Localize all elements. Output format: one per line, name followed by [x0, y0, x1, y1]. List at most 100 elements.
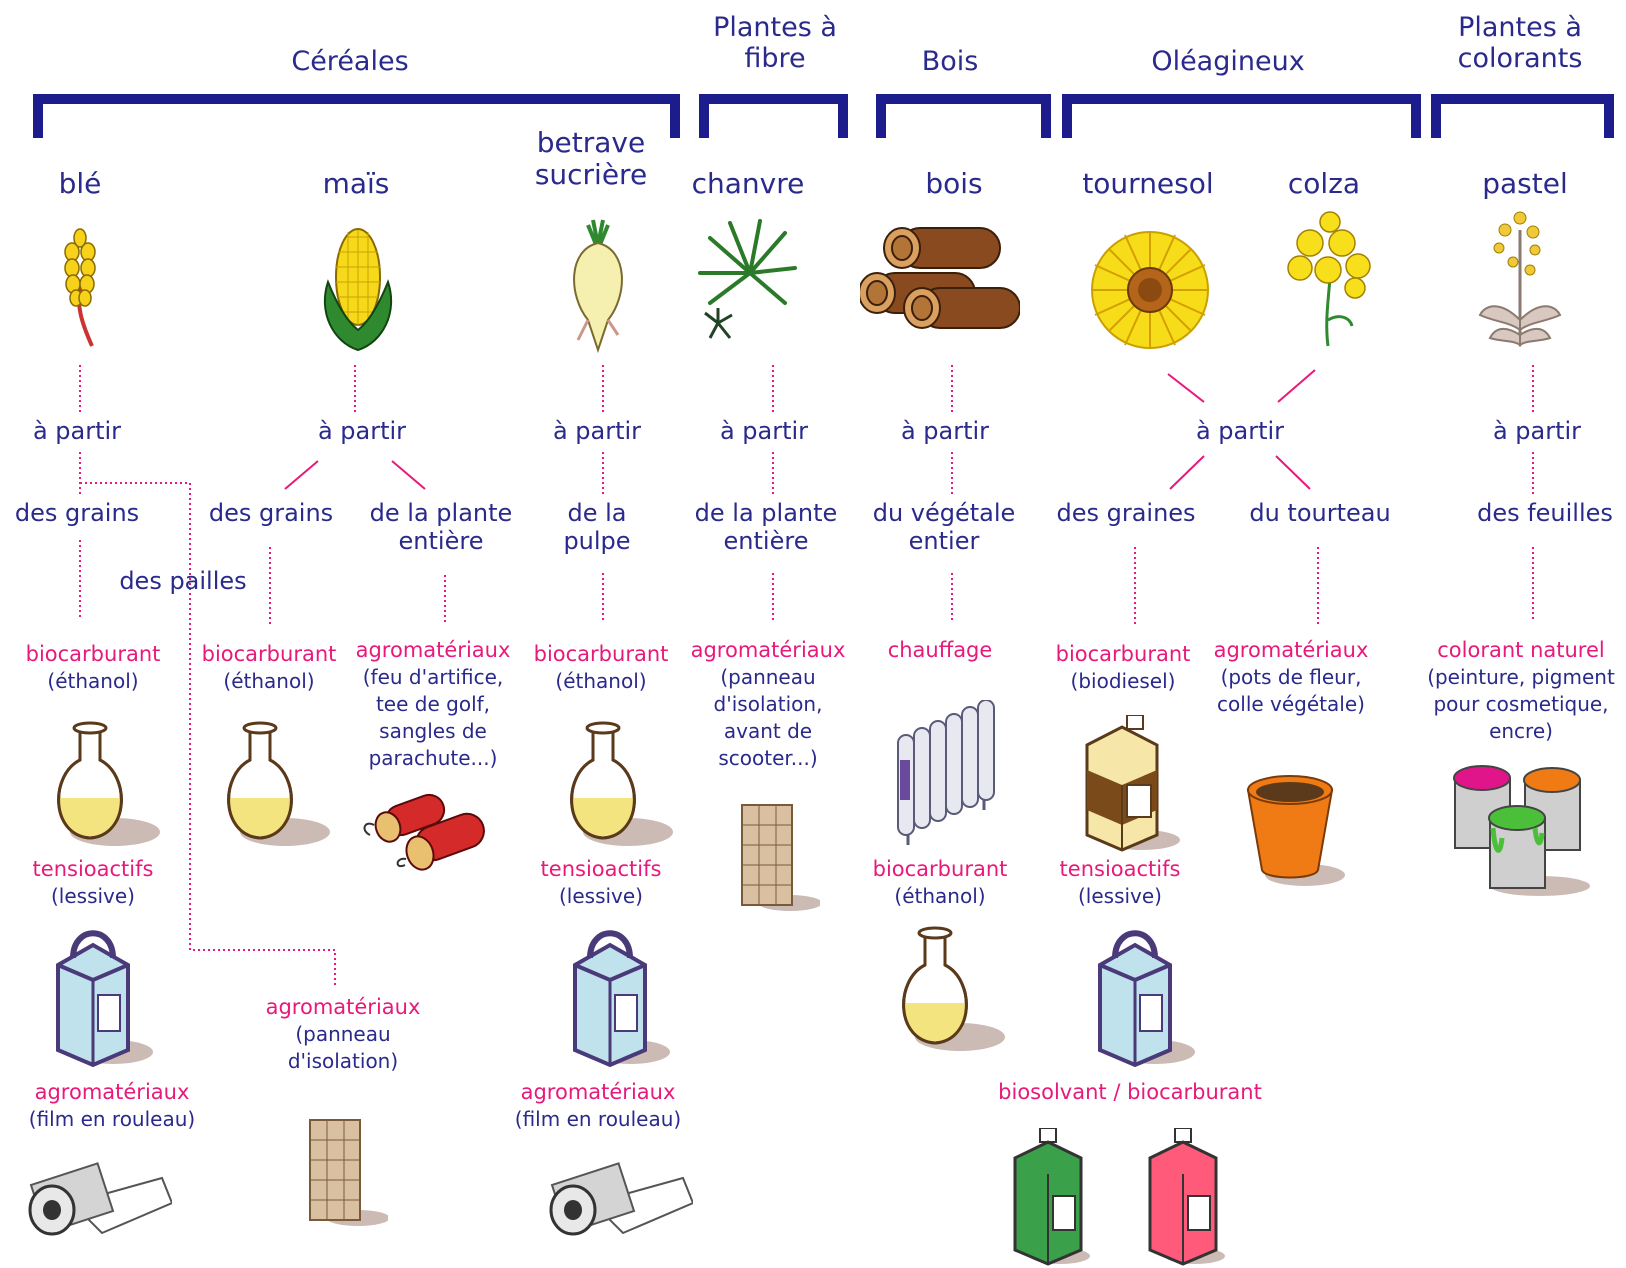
- category-bois: Bois: [921, 46, 979, 77]
- product-detail: encre): [1489, 719, 1553, 744]
- source-mais-plante-line: de la plante: [369, 499, 513, 527]
- category-cereales: Céréales: [291, 46, 409, 77]
- product-title: agromatériaux: [355, 638, 511, 662]
- product-title: tensioactifs: [32, 857, 154, 881]
- product-betrave_biocarb: biocarburant (éthanol): [441, 642, 761, 693]
- source-chanvre-plante-line: de la plante: [694, 499, 838, 527]
- source-mais-grains: des grains: [208, 499, 334, 527]
- plant-colza: colza: [1287, 167, 1361, 200]
- product-colza_agro: agromatériaux(pots de fleur,colle végéta…: [1131, 638, 1451, 716]
- plant-bois: bois: [925, 167, 983, 200]
- product-bois_biocarb: biocarburant (éthanol): [780, 857, 1100, 908]
- product-detail: (éthanol): [47, 669, 139, 694]
- plant-pastel: pastel: [1482, 167, 1568, 200]
- product-title: colorant naturel: [1437, 638, 1605, 662]
- source-chanvre-plante-line: entière: [723, 526, 809, 555]
- bracket-oleagineux: [1062, 94, 1421, 138]
- product-ble_biocarb: biocarburant (éthanol): [0, 642, 253, 693]
- product-title: biocarburant: [533, 642, 669, 666]
- source-ble-grains: des grains: [14, 499, 140, 527]
- source-tourteau: du tourteau: [1249, 499, 1391, 527]
- product-detail: (film en rouleau): [514, 1107, 682, 1132]
- from-betrave: à partir: [552, 417, 642, 445]
- product-detail: scooter...): [718, 746, 818, 771]
- product-detail: d'isolation,: [713, 692, 823, 717]
- from-chanvre: à partir: [719, 417, 809, 445]
- product-biosolvant: biosolvant / biocarburant: [970, 1080, 1290, 1104]
- product-detail: (lessive): [558, 884, 643, 909]
- source-bois-vegetal-line: entier: [908, 526, 980, 555]
- product-betrave_agro: agromatériaux (film en rouleau): [438, 1080, 758, 1131]
- plant-mais: maïs: [322, 167, 390, 200]
- product-title: biosolvant / biocarburant: [998, 1080, 1262, 1104]
- product-detail: (éthanol): [555, 669, 647, 694]
- bracket-fibre: [699, 94, 848, 138]
- product-title: agromatériaux: [690, 638, 846, 662]
- product-detail: (lessive): [1077, 884, 1162, 909]
- product-tournesol_biocarb: biocarburant (biodiesel): [963, 642, 1283, 693]
- product-detail: (éthanol): [223, 669, 315, 694]
- product-detail: (pots de fleur,: [1220, 665, 1362, 690]
- plant-chanvre: chanvre: [691, 167, 805, 200]
- plant-betrave-line: betrave: [536, 126, 646, 159]
- product-detail: pour cosmetique,: [1433, 692, 1609, 717]
- product-title: agromatériaux: [265, 995, 421, 1019]
- product-title: tensioactifs: [540, 857, 662, 881]
- product-mais_biocarb: biocarburant (éthanol): [109, 642, 429, 693]
- plant-ble: blé: [58, 167, 102, 200]
- category-fibre-line: fibre: [744, 43, 806, 75]
- bracket-colorants: [1431, 94, 1614, 138]
- bracket-bois: [876, 94, 1051, 138]
- source-mais-plante-line: entière: [398, 526, 484, 555]
- source-bois-vegetal-line: du végétale: [872, 499, 1016, 527]
- product-title: agromatériaux: [1213, 638, 1369, 662]
- product-betrave_tensio: tensioactifs (lessive): [441, 857, 761, 908]
- product-title: biocarburant: [872, 857, 1008, 881]
- plant-tournesol: tournesol: [1082, 167, 1214, 200]
- from-oleagineux: à partir: [1195, 417, 1285, 445]
- from-pastel: à partir: [1492, 417, 1582, 445]
- product-detail: (panneau: [720, 665, 816, 690]
- product-detail: (feu d'artifice,: [362, 665, 504, 690]
- source-pailles: des pailles: [119, 567, 247, 595]
- product-detail: (biodiesel): [1070, 669, 1176, 694]
- product-detail: (peinture, pigment: [1427, 665, 1615, 690]
- product-detail: tee de golf,: [375, 692, 491, 717]
- product-detail: (éthanol): [894, 884, 986, 909]
- from-bois: à partir: [900, 417, 990, 445]
- category-fibre-line: Plantes à: [713, 12, 837, 43]
- product-title: biocarburant: [201, 642, 337, 666]
- product-detail: parachute...): [368, 746, 498, 771]
- product-detail: avant de: [723, 719, 813, 744]
- from-ble: à partir: [32, 417, 122, 445]
- product-detail: (film en rouleau): [28, 1107, 196, 1132]
- category-colorants-line: Plantes à: [1458, 12, 1582, 43]
- product-detail: (lessive): [50, 884, 135, 909]
- product-detail: sangles de: [379, 719, 487, 744]
- source-graines: des graines: [1056, 499, 1196, 527]
- from-mais: à partir: [317, 417, 407, 445]
- product-title: biocarburant: [1055, 642, 1191, 666]
- plant-betrave-line: sucrière: [534, 158, 648, 192]
- product-tournesol_tensio: tensioactifs(lessive): [960, 857, 1280, 908]
- product-chauffage: chauffage: [780, 638, 1100, 662]
- product-detail: d'isolation): [287, 1049, 399, 1074]
- source-pulpe-line: pulpe: [563, 526, 631, 555]
- source-pulpe-line: de la: [567, 499, 627, 527]
- product-title: agromatériaux: [520, 1080, 676, 1104]
- product-ble_tensio: tensioactifs (lessive): [0, 857, 253, 908]
- product-detail: (panneau: [295, 1022, 391, 1047]
- product-title: biocarburant: [25, 642, 161, 666]
- product-title: agromatériaux: [34, 1080, 190, 1104]
- source-feuilles: des feuilles: [1477, 499, 1613, 527]
